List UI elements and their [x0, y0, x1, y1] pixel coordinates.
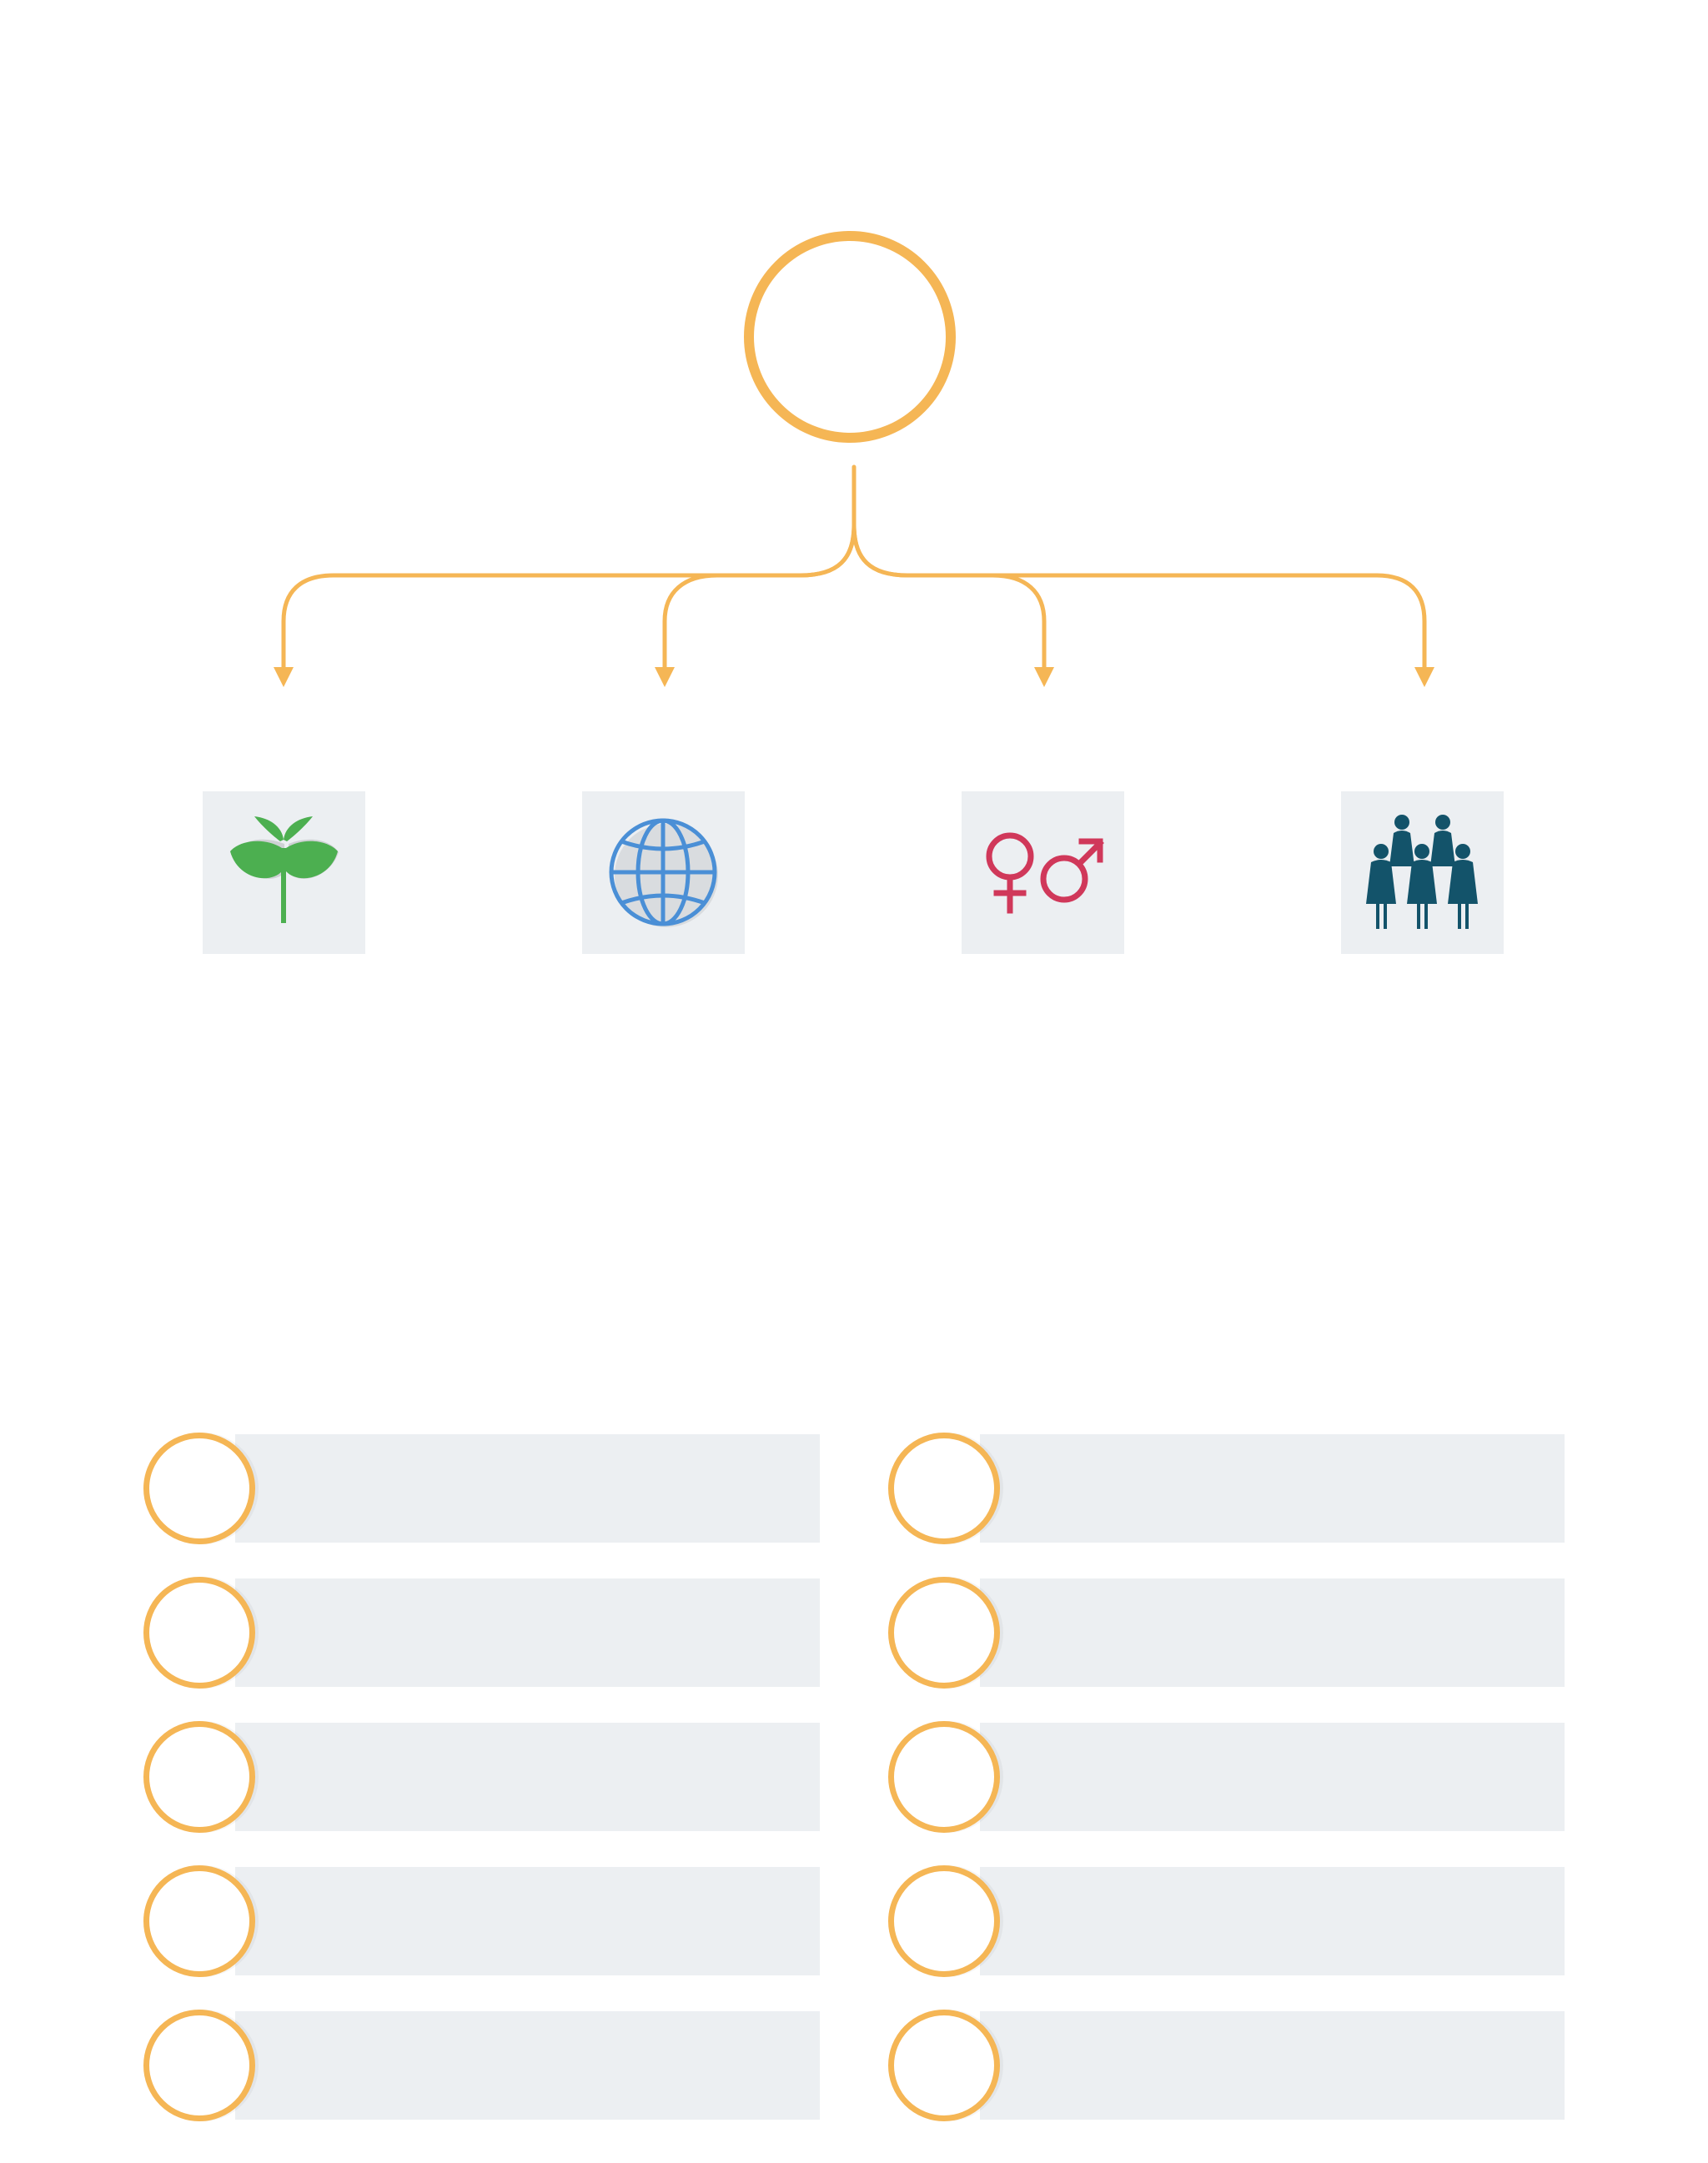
- list-item-bar: [235, 1434, 820, 1543]
- gender-symbols-icon: [986, 832, 1104, 914]
- arrowhead-3: [1034, 667, 1054, 687]
- branch-tile-sprout: [203, 791, 365, 954]
- list-item-badge: [888, 1433, 1006, 1544]
- branch-tile-family: [1341, 791, 1504, 954]
- list-item: [888, 1865, 1565, 1977]
- list-item-bar: [980, 1867, 1565, 1975]
- list-item-bar: [235, 1723, 820, 1831]
- list-item-badge: [143, 1865, 261, 1977]
- list-item-bar: [980, 1723, 1565, 1831]
- list-item-bar: [980, 1434, 1565, 1543]
- list-item: [143, 1577, 820, 1689]
- list-item: [888, 1577, 1565, 1689]
- hub-circle: [744, 231, 956, 443]
- list-item-badge: [143, 1721, 261, 1833]
- list-item-bar: [235, 1578, 820, 1687]
- list-item: [143, 2010, 820, 2121]
- arrowhead-4: [1414, 667, 1434, 687]
- arrowhead-1: [274, 667, 294, 687]
- connector-branch-2: [662, 523, 857, 678]
- list-item-badge: [888, 1577, 1006, 1689]
- list-item-bar: [980, 2011, 1565, 2120]
- list-item-badge: [143, 2010, 261, 2121]
- list-item: [888, 1721, 1565, 1833]
- list-item-badge: [888, 1721, 1006, 1833]
- list-item: [888, 1433, 1565, 1544]
- list-item-bar: [980, 1578, 1565, 1687]
- list-item: [143, 1865, 820, 1977]
- list-item: [888, 2010, 1565, 2121]
- branch-tile-globe: [582, 791, 745, 954]
- list-item: [143, 1433, 820, 1544]
- list-item-bar: [235, 1867, 820, 1975]
- connector-branch-4: [851, 523, 1427, 678]
- arrowhead-2: [655, 667, 675, 687]
- list-item: [143, 1721, 820, 1833]
- list-item-badge: [143, 1433, 261, 1544]
- list-item-badge: [143, 1577, 261, 1689]
- globe-icon: [609, 818, 718, 927]
- connector-branch-3: [851, 523, 1047, 678]
- list-item-bar: [235, 2011, 820, 2120]
- sprout-icon: [230, 816, 339, 923]
- connector-trunk: [281, 464, 857, 678]
- list-item-badge: [888, 2010, 1006, 2121]
- family-group-icon: [1366, 815, 1478, 929]
- branch-tile-gender: [962, 791, 1124, 954]
- list-item-badge: [888, 1865, 1006, 1977]
